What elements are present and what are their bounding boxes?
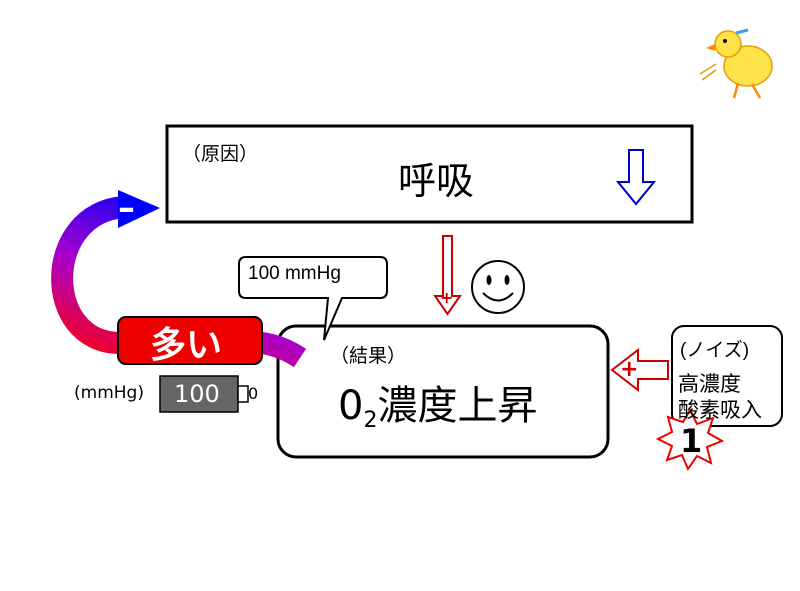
result-box <box>276 324 610 459</box>
noise-tag: (ノイズ) <box>680 340 750 361</box>
many-label: 多い <box>150 325 223 366</box>
callout-text: 100 mmHg <box>248 263 341 284</box>
cause-arrow-plus-sign: + <box>440 288 454 307</box>
gauge-tip <box>237 385 249 403</box>
gauge-value: 100 <box>174 380 220 408</box>
noise-box <box>671 325 783 427</box>
cause-tag: （原因） <box>182 143 259 165</box>
cause-title: 呼吸 <box>398 159 475 203</box>
gauge-body <box>159 375 239 413</box>
result-tag: （結果） <box>330 345 407 367</box>
callout-bubble <box>238 256 388 341</box>
duck-icon <box>699 28 773 99</box>
down-arrow-icon <box>615 149 657 206</box>
starburst-number: 1 <box>680 422 703 460</box>
loop-minus-sign: – <box>118 188 135 228</box>
smiley-icon <box>471 260 525 314</box>
gauge-end-mark: 0 <box>248 384 259 403</box>
many-label-box <box>117 316 263 365</box>
noise-left-arrow-icon <box>610 347 669 393</box>
gauge-unit: (mmHg) <box>74 383 144 403</box>
result-title-prefix: 0 <box>338 383 364 429</box>
noise-line-2: 酸素吸入 <box>678 398 762 422</box>
cause-box <box>165 124 694 224</box>
noise-arrow-plus-sign: + <box>620 357 639 382</box>
result-title: 02濃度上昇 <box>338 373 537 433</box>
noise-line-1: 高濃度 <box>678 372 741 396</box>
starburst-icon <box>655 407 725 472</box>
result-title-rest: 濃度上昇 <box>377 383 538 429</box>
feedback-loop-arc <box>51 196 307 368</box>
result-title-subscript: 2 <box>363 408 378 433</box>
cause-down-arrow-icon <box>433 235 462 316</box>
feedback-arrowhead-icon <box>118 190 160 228</box>
